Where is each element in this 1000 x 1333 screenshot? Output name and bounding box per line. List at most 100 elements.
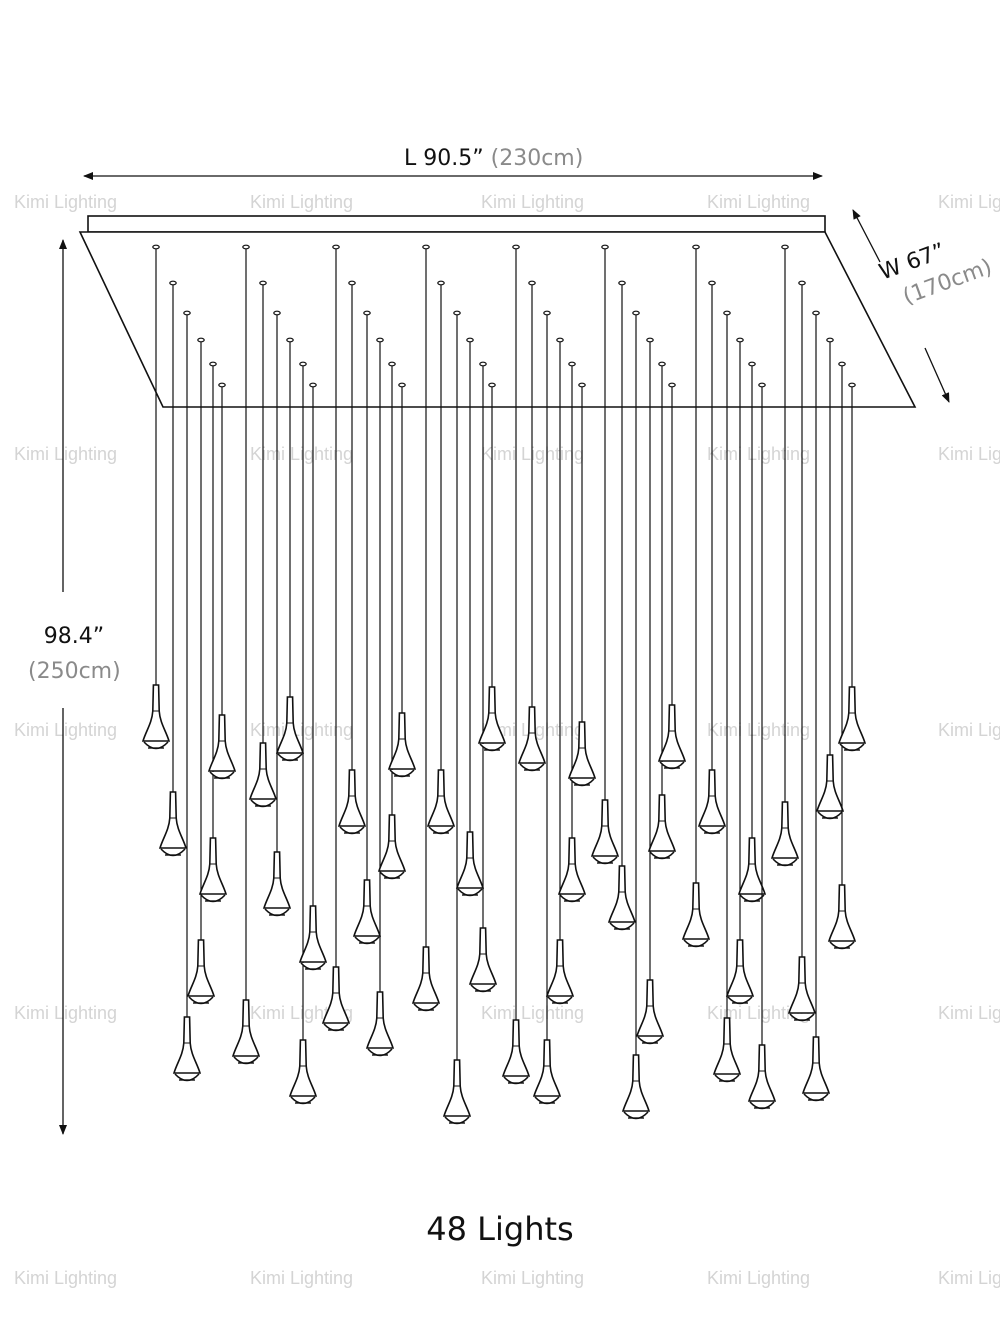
ceiling-mount-point bbox=[437, 280, 445, 286]
watermark-text: Kimi Lighting bbox=[938, 1003, 1000, 1023]
bell-shade bbox=[365, 991, 395, 1049]
ceiling-mount-point bbox=[578, 382, 586, 388]
watermark-text: Kimi Lighting bbox=[707, 444, 811, 464]
height-label: 98.4” (250cm) bbox=[28, 624, 121, 684]
bell-shade bbox=[801, 1036, 831, 1094]
ceiling-mount-point bbox=[736, 337, 744, 343]
pendant-light bbox=[141, 244, 171, 750]
light-count-caption: 48 Lights bbox=[426, 1210, 574, 1248]
ceiling-mount-point bbox=[488, 382, 496, 388]
ceiling-mount-point bbox=[388, 361, 396, 367]
bell-shade bbox=[621, 1054, 651, 1112]
pendant-light bbox=[725, 337, 755, 1005]
height-metric: (250cm) bbox=[28, 659, 121, 684]
ceiling-mount-point bbox=[376, 337, 384, 343]
bell-shade bbox=[455, 831, 485, 889]
bell-shade bbox=[712, 1017, 742, 1075]
pendant-light bbox=[647, 361, 677, 860]
pendant-light bbox=[801, 310, 831, 1102]
bell-shade bbox=[532, 1039, 562, 1097]
watermark-text: Kimi Lighting bbox=[938, 720, 1000, 740]
watermark-text: Kimi Lighting bbox=[707, 1003, 811, 1023]
pendant-light bbox=[172, 310, 202, 1082]
pendant-light bbox=[635, 337, 665, 1045]
bell-shade bbox=[737, 837, 767, 895]
ceiling-mount-point bbox=[332, 244, 340, 250]
pendant-light bbox=[288, 361, 318, 1105]
pendant-light bbox=[827, 361, 857, 950]
pendant-light bbox=[207, 382, 237, 780]
pendant-light bbox=[712, 310, 742, 1083]
ceiling-mount-point bbox=[556, 337, 564, 343]
watermark-text: Kimi Lighting bbox=[707, 1268, 811, 1288]
pendant-light bbox=[557, 361, 587, 903]
pendant-light bbox=[657, 382, 687, 770]
pendant-light bbox=[442, 310, 472, 1125]
pendant-light bbox=[186, 337, 216, 1005]
bell-shade bbox=[442, 1059, 472, 1117]
ceiling-mount-point bbox=[543, 310, 551, 316]
pendant-light bbox=[387, 382, 417, 778]
bell-shade bbox=[426, 769, 456, 827]
bell-shade bbox=[337, 769, 367, 827]
pendant-light bbox=[426, 280, 456, 835]
ceiling-mount-point bbox=[826, 337, 834, 343]
pendant-light bbox=[517, 280, 547, 772]
ceiling-mount-point bbox=[781, 244, 789, 250]
watermark-text: Kimi Lighting bbox=[250, 444, 354, 464]
ceiling-mount-point bbox=[197, 337, 205, 343]
watermark-text: Kimi Lighting bbox=[707, 192, 811, 212]
pendant-light bbox=[815, 337, 845, 820]
ceiling-mount-point bbox=[363, 310, 371, 316]
watermark-text: Kimi Lighting bbox=[14, 1268, 118, 1288]
ceiling-mount-point bbox=[812, 310, 820, 316]
pendant-light bbox=[477, 382, 507, 752]
bell-shade bbox=[377, 814, 407, 872]
pendant-light bbox=[787, 280, 817, 1022]
bell-shade bbox=[517, 706, 547, 764]
ceiling-mount-point bbox=[758, 382, 766, 388]
bell-shade bbox=[262, 851, 292, 909]
watermark-text: Kimi Lighting bbox=[14, 720, 118, 740]
bell-shade bbox=[787, 956, 817, 1014]
pendant-light bbox=[770, 244, 800, 867]
watermark-text: Kimi Lighting bbox=[14, 1003, 118, 1023]
bell-shade bbox=[248, 742, 278, 800]
bell-shade bbox=[231, 999, 261, 1057]
bell-shade bbox=[827, 884, 857, 942]
ceiling-mount-point bbox=[568, 361, 576, 367]
pendant-light bbox=[377, 361, 407, 880]
pendant-light bbox=[532, 310, 562, 1105]
bell-shade bbox=[501, 1019, 531, 1077]
ceiling-mount-point bbox=[453, 310, 461, 316]
ceiling-mount-point bbox=[646, 337, 654, 343]
bell-shade bbox=[477, 686, 507, 744]
pendant-lights bbox=[141, 244, 867, 1125]
pendant-light bbox=[545, 337, 575, 1005]
bell-shade bbox=[697, 769, 727, 827]
ceiling-mount-point bbox=[218, 382, 226, 388]
height-imperial: 98.4” bbox=[43, 624, 105, 649]
canopy-plate bbox=[78, 231, 917, 408]
pendant-light bbox=[737, 361, 767, 903]
watermark-text: Kimi Lighting bbox=[707, 720, 811, 740]
pendant-light bbox=[337, 280, 367, 835]
ceiling-mount-point bbox=[398, 382, 406, 388]
pendant-light bbox=[248, 280, 278, 808]
ceiling-mount-point bbox=[512, 244, 520, 250]
ceiling-mount-point bbox=[748, 361, 756, 367]
bell-shade bbox=[158, 791, 188, 849]
ceiling-mount-point bbox=[723, 310, 731, 316]
bell-shade bbox=[725, 939, 755, 997]
watermark-text: Kimi Lighting bbox=[14, 192, 118, 212]
bell-shade bbox=[567, 721, 597, 779]
bell-shade bbox=[657, 704, 687, 762]
bell-shade bbox=[635, 979, 665, 1037]
ceiling-mount-point bbox=[309, 382, 317, 388]
bell-shade bbox=[275, 696, 305, 754]
bell-shade bbox=[557, 837, 587, 895]
watermark-text: Kimi Lighting bbox=[481, 1268, 585, 1288]
ceiling-mount-point bbox=[286, 337, 294, 343]
ceiling-mount-point bbox=[668, 382, 676, 388]
